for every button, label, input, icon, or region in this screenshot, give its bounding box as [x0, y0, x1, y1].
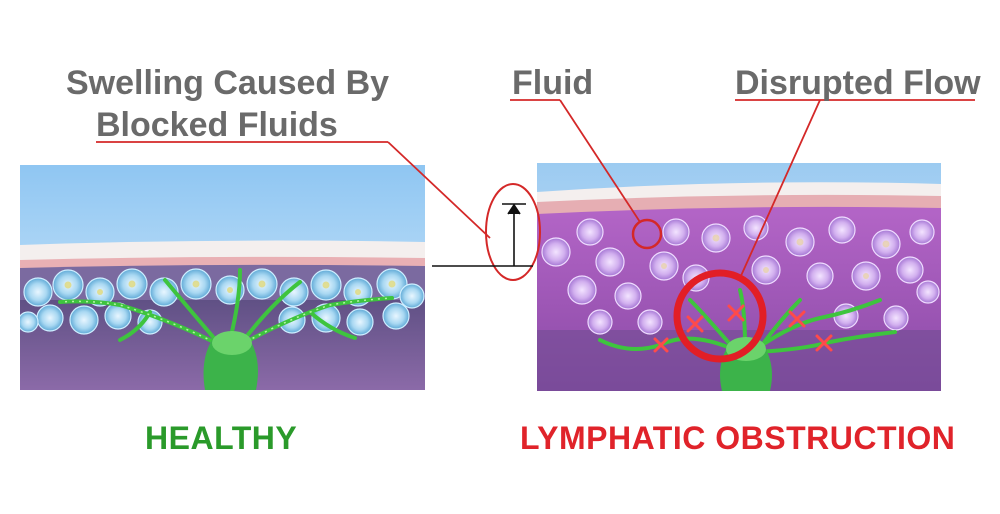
fluid-label: Fluid [512, 64, 594, 102]
healthy-tissue-panel [20, 165, 425, 390]
disrupted-flow-circle [673, 269, 767, 363]
disrupted-flow-label: Disrupted Flow [735, 64, 981, 102]
swelling-label-line1: Swelling Caused By [66, 64, 390, 102]
healthy-caption: HEALTHY [145, 420, 298, 456]
swelling-height-callout [485, 183, 541, 281]
swelling-height-indicator [432, 203, 533, 267]
fluid-marker-circle [631, 218, 663, 250]
callout-lines [96, 99, 975, 279]
blockage-markers [653, 304, 833, 353]
obstruction-caption: LYMPHATIC OBSTRUCTION [520, 420, 956, 456]
swelling-label-line2: Blocked Fluids [96, 106, 338, 144]
